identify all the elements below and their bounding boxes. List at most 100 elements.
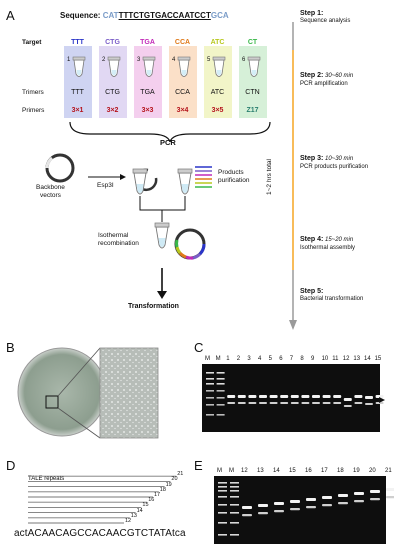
product-band bbox=[227, 395, 236, 398]
marker-band bbox=[230, 486, 239, 488]
column-trimer: CCA bbox=[175, 89, 190, 96]
gel-c-lane-label: 11 bbox=[332, 356, 339, 362]
marker-band bbox=[216, 383, 225, 385]
gel-c-lane-label: 13 bbox=[353, 356, 361, 362]
pcr-label: PCR bbox=[160, 138, 176, 147]
step-time: 30~60 min bbox=[323, 73, 354, 79]
product-band bbox=[301, 395, 310, 398]
backbone-label: Backbone vectors bbox=[36, 184, 65, 199]
pcr-tube-icon bbox=[177, 56, 191, 77]
gel-c-lane-label: 14 bbox=[364, 356, 371, 362]
column-primer: 3×3 bbox=[141, 107, 154, 114]
secondary-band bbox=[375, 402, 384, 404]
tube-number: 3 bbox=[137, 57, 141, 63]
marker-band bbox=[230, 490, 239, 492]
product-band bbox=[370, 490, 380, 493]
secondary-band bbox=[290, 508, 300, 511]
products-tube-icon bbox=[177, 168, 193, 195]
marker-band bbox=[230, 482, 239, 484]
gel-e-lane-label: 12 bbox=[241, 468, 248, 474]
sequence-prefix: CAT bbox=[102, 11, 119, 20]
column-target: ATC bbox=[210, 39, 225, 46]
column-primer: Z17 bbox=[246, 107, 259, 114]
assembly-tube-icon bbox=[154, 222, 170, 249]
tale-repeat-number: 17 bbox=[154, 492, 161, 498]
step-desc: PCR amplification bbox=[300, 80, 348, 87]
tale-repeat-number: 14 bbox=[136, 507, 143, 514]
panel-b-letter: B bbox=[6, 340, 15, 355]
row-label-trimers: Trimers bbox=[22, 89, 44, 96]
step-title: Step 2: 30~60 min bbox=[300, 72, 354, 79]
secondary-band bbox=[269, 402, 278, 404]
marker-band bbox=[218, 534, 227, 536]
sequence-line: Sequence: CATTTTCTGTGACCAATCCTGCA bbox=[60, 11, 229, 20]
gel-e-lane-label: 16 bbox=[305, 468, 312, 474]
row-label-primers: Primers bbox=[22, 107, 45, 114]
secondary-band bbox=[386, 496, 394, 499]
tale-repeats-title: TALE repeats bbox=[28, 476, 65, 482]
gel-c-lane-label: 6 bbox=[279, 356, 283, 362]
product-band bbox=[375, 395, 384, 398]
tale-repeat-number: 20 bbox=[171, 476, 178, 483]
gel-c bbox=[202, 364, 385, 432]
step-title: Step 1: bbox=[300, 10, 324, 17]
marker-band bbox=[218, 496, 227, 498]
marker-band bbox=[216, 404, 225, 406]
column-target: CT bbox=[247, 39, 258, 46]
column-target: TTT bbox=[71, 39, 84, 46]
product-band bbox=[322, 496, 332, 499]
product-band bbox=[259, 395, 267, 398]
products-label: Products purification bbox=[218, 169, 250, 184]
plate-image bbox=[17, 347, 159, 439]
product-band bbox=[248, 395, 257, 398]
marker-band bbox=[206, 404, 214, 406]
tale-repeat-number: 13 bbox=[130, 512, 137, 519]
marker-band bbox=[206, 390, 214, 392]
marker-band bbox=[230, 496, 239, 498]
gel-e-lane-label: 20 bbox=[369, 468, 376, 474]
tale-repeat-number: 19 bbox=[165, 481, 172, 488]
gel-c-arrowhead bbox=[379, 397, 385, 403]
gel-e-lane-label: 13 bbox=[257, 468, 264, 474]
gel-e-lane-label: M bbox=[229, 468, 234, 474]
marker-band bbox=[230, 504, 239, 506]
column-primer: 3×2 bbox=[106, 107, 119, 114]
zoom-box bbox=[45, 395, 59, 409]
gel-e-lane-label: 15 bbox=[289, 468, 296, 474]
panel-e-letter: E bbox=[194, 458, 203, 473]
product-band bbox=[280, 395, 289, 398]
secondary-band bbox=[280, 402, 289, 404]
gel-c-lane-label: 15 bbox=[374, 356, 382, 362]
marker-band bbox=[230, 512, 239, 514]
gel-c-lane-label: 4 bbox=[258, 356, 262, 362]
marker-band bbox=[218, 490, 227, 492]
secondary-band bbox=[248, 402, 257, 404]
gel-c-lane-label: 3 bbox=[247, 356, 251, 362]
row-label-target: Target bbox=[22, 39, 42, 46]
sequence-label: Sequence: bbox=[60, 11, 101, 20]
tube-number: 5 bbox=[207, 57, 211, 63]
product-band bbox=[365, 396, 373, 399]
tale-repeat-number: 12 bbox=[125, 518, 132, 524]
marker-band bbox=[216, 378, 225, 380]
marker-band bbox=[216, 414, 225, 416]
column-trimer: CTG bbox=[105, 89, 120, 96]
step-item: Step 1:Sequence analysis bbox=[300, 10, 395, 25]
secondary-band bbox=[258, 512, 268, 515]
marker-band bbox=[216, 397, 225, 399]
gel-c-lane-label: 5 bbox=[268, 356, 272, 362]
marker-band bbox=[216, 372, 225, 374]
gel-e-lane-label: 17 bbox=[321, 468, 328, 474]
pcr-tube-icon bbox=[107, 56, 121, 77]
secondary-band bbox=[370, 498, 380, 501]
gel-c-lane-label: 10 bbox=[321, 356, 329, 362]
column-trimer: TGA bbox=[140, 89, 155, 96]
assembled-plasmid bbox=[174, 228, 206, 260]
gel-e bbox=[214, 476, 394, 544]
column-target: CCA bbox=[174, 39, 191, 46]
gel-c-lane-label: 8 bbox=[300, 356, 304, 362]
step-time: 10~30 min bbox=[323, 156, 354, 162]
